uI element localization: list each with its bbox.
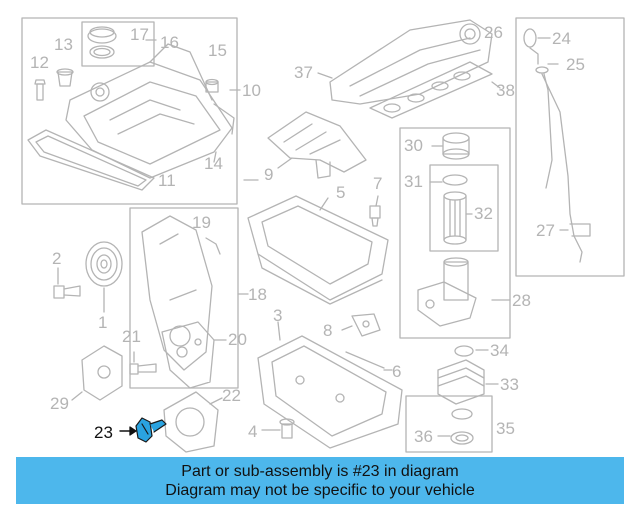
oil-filter-subgroup-box xyxy=(429,164,499,252)
oil-cooler-drawing xyxy=(437,359,485,405)
dipstick-tube-drawing xyxy=(541,73,583,263)
callout-29: 29 xyxy=(50,394,69,413)
timing-cover-drawing xyxy=(141,215,213,371)
callout-20: 20 xyxy=(228,330,247,349)
callout-37: 37 xyxy=(294,63,313,82)
callout-21: 21 xyxy=(122,327,141,346)
callout-32: 32 xyxy=(474,204,493,223)
dipstick-group-box xyxy=(515,17,625,277)
callout-12: 12 xyxy=(30,53,49,72)
callout-13: 13 xyxy=(54,35,73,54)
callout-23-highlighted: 23 xyxy=(94,423,113,442)
callout-25: 25 xyxy=(566,55,585,74)
intake-manifold-drawing xyxy=(329,19,493,105)
oil-filter-housing-group-box xyxy=(399,127,511,339)
lower-oil-pan-drawing xyxy=(257,335,403,449)
timing-cover-group-box xyxy=(129,207,239,389)
callout-8: 8 xyxy=(323,321,333,340)
oil-baffle-drawing xyxy=(267,111,367,179)
callout-7: 7 xyxy=(373,174,383,193)
callout-17: 17 xyxy=(130,25,149,44)
parts-diagram xyxy=(21,17,625,453)
seal-35-drawing xyxy=(451,408,473,420)
oil-cap-subgroup-box xyxy=(81,21,155,67)
callout-1: 1 xyxy=(98,313,108,332)
callout-2: 2 xyxy=(52,249,62,268)
bracket-27-drawing xyxy=(569,223,591,237)
callout-34: 34 xyxy=(490,341,509,360)
bolt-21-drawing xyxy=(129,363,157,375)
callout-31: 31 xyxy=(404,172,423,191)
oring-25-drawing xyxy=(535,66,549,74)
valve-cover-drawing xyxy=(65,43,235,179)
pump-cover-20-drawing xyxy=(161,321,215,389)
pulley-drawing xyxy=(85,241,123,287)
tube-6-drawing xyxy=(345,351,385,369)
part-info-banner: Part or sub-assembly is #23 in diagram D… xyxy=(16,457,624,504)
banner-line-part: Part or sub-assembly is #23 in diagram xyxy=(181,463,459,480)
callout-3: 3 xyxy=(273,306,283,325)
callout-5: 5 xyxy=(336,183,346,202)
callout-22: 22 xyxy=(222,386,241,405)
bolt-12-drawing xyxy=(34,79,46,101)
callout-33: 33 xyxy=(500,375,519,394)
callout-9: 9 xyxy=(264,165,274,184)
callout-35: 35 xyxy=(496,419,515,438)
callout-30: 30 xyxy=(404,136,423,155)
drain-plug-4-drawing xyxy=(279,418,295,439)
callout-27: 27 xyxy=(536,221,555,240)
grommet-13-drawing xyxy=(56,68,74,87)
oil-filter-element-drawing xyxy=(443,191,467,245)
callout-26: 26 xyxy=(484,23,503,42)
callout-36: 36 xyxy=(414,427,433,446)
sensor-7-drawing xyxy=(369,205,381,227)
callout-4: 4 xyxy=(248,422,258,441)
callout-10: 10 xyxy=(242,81,261,100)
seal-plate-22-drawing xyxy=(163,391,219,453)
cover-plate-29-drawing xyxy=(81,345,123,401)
callout-11: 11 xyxy=(158,171,176,190)
callout-28: 28 xyxy=(512,291,531,310)
cooler-seal-group-box xyxy=(405,395,493,453)
oil-cap-drawing xyxy=(87,26,117,59)
filter-housing-drawing xyxy=(417,257,477,327)
cap-15-drawing xyxy=(205,78,219,93)
valve-cover-group-box xyxy=(21,17,238,205)
callout-16: 16 xyxy=(160,33,179,52)
seal-36-drawing xyxy=(450,431,474,445)
sensor-8-drawing xyxy=(351,313,381,337)
oring-31-drawing xyxy=(442,174,468,186)
valve-cover-gasket-drawing xyxy=(27,129,155,191)
seal-34-drawing xyxy=(454,345,474,357)
manifold-gasket-drawing xyxy=(369,61,493,119)
callout-38: 38 xyxy=(496,81,515,100)
banner-line-disclaimer: Diagram may not be specific to your vehi… xyxy=(165,482,475,499)
callout-24: 24 xyxy=(552,29,571,48)
upper-oil-pan-drawing xyxy=(247,195,389,305)
callout-18: 18 xyxy=(248,285,267,304)
dipstick-handle-drawing xyxy=(523,28,539,65)
bolt-23-highlighted-drawing xyxy=(135,417,167,443)
callout-15: 15 xyxy=(208,41,227,60)
callout-6: 6 xyxy=(392,362,402,381)
callout-14: 14 xyxy=(204,154,223,173)
oil-filter-cap-drawing xyxy=(442,132,470,160)
callout-19: 19 xyxy=(192,213,211,232)
bolt-2-drawing xyxy=(53,285,81,299)
